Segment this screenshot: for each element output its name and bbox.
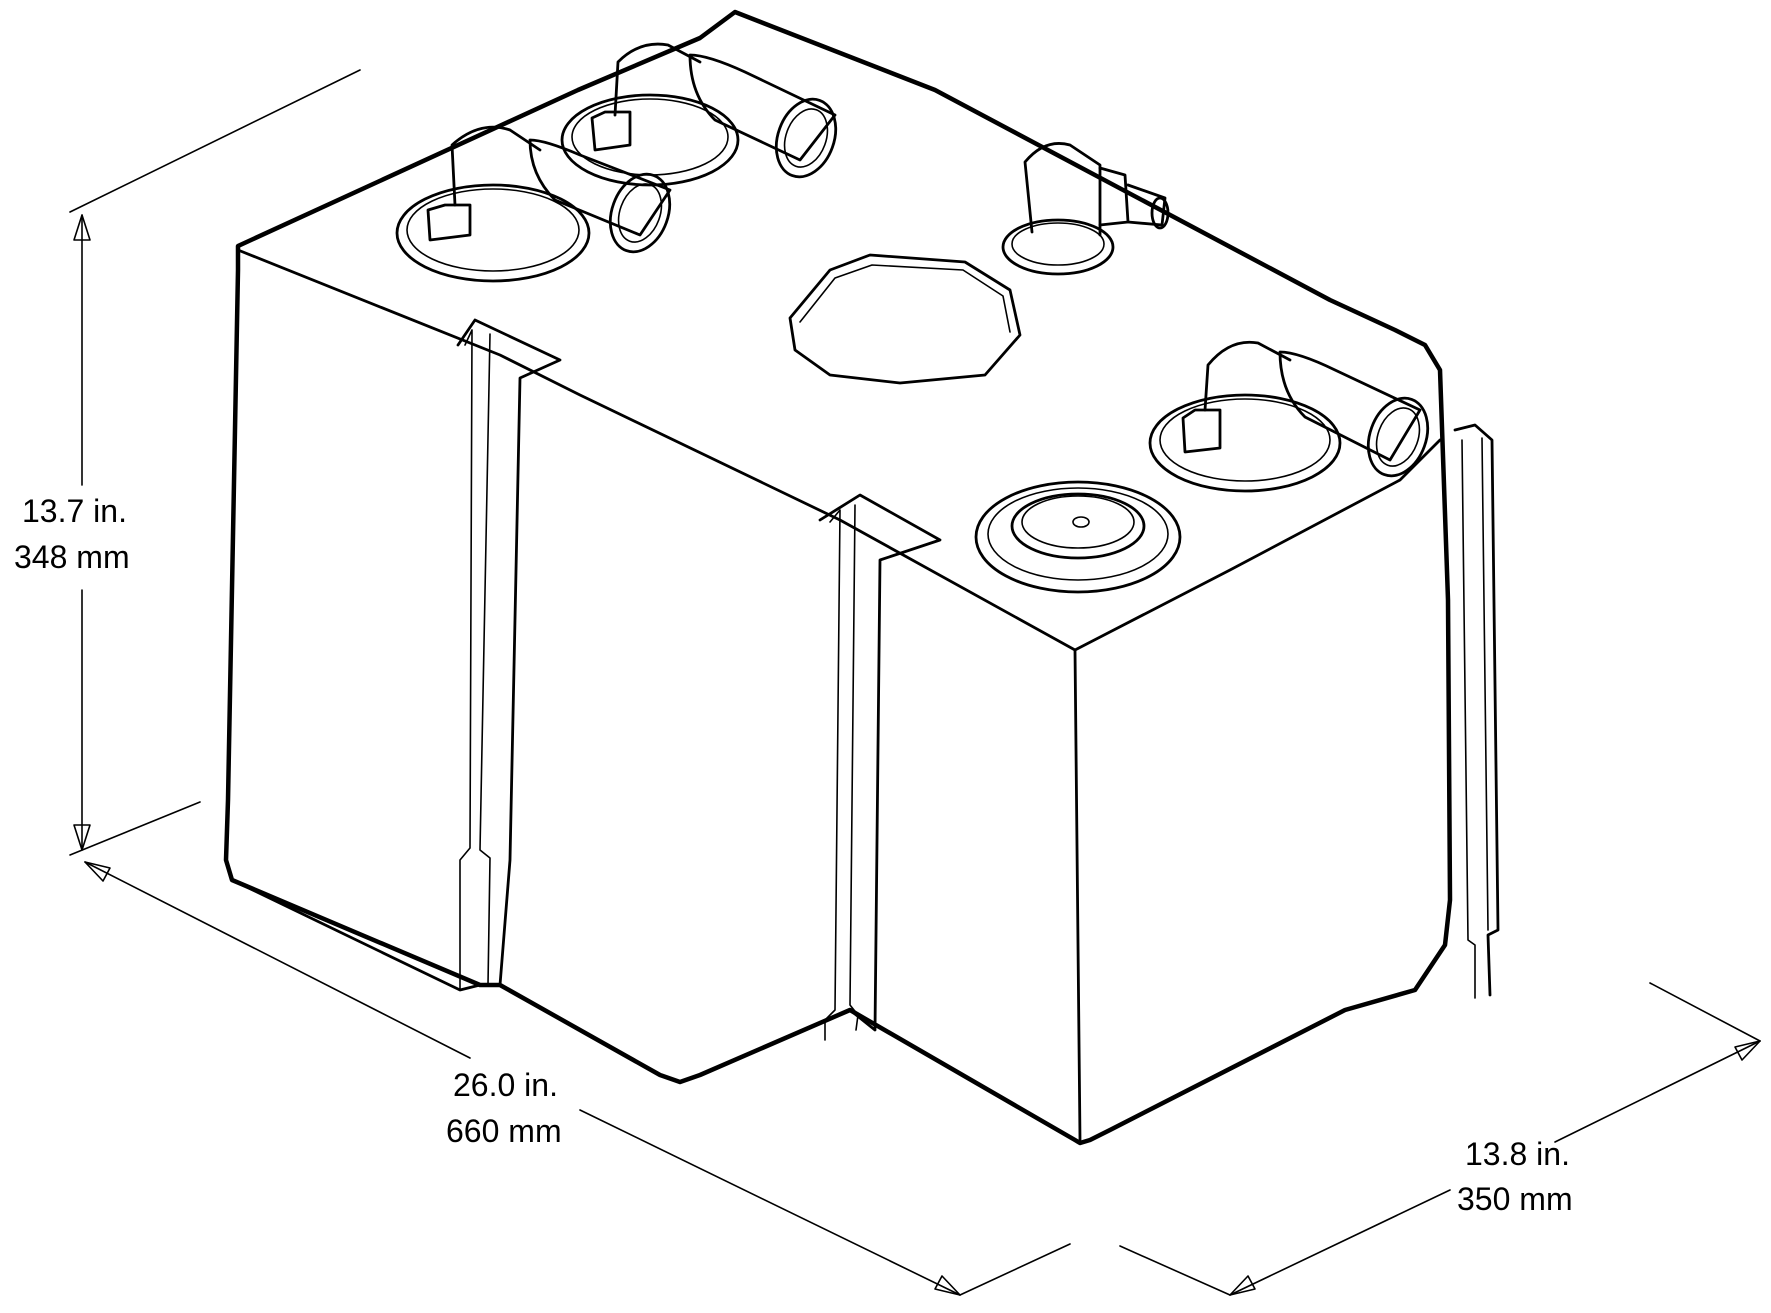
tank-ridge-2 bbox=[818, 493, 942, 1032]
height-imperial-label: 13.7 in. bbox=[22, 493, 127, 529]
tank-ridge-3 bbox=[1453, 423, 1500, 997]
fitting-elbow-right bbox=[1148, 340, 1430, 493]
tank-ridge-1 bbox=[456, 318, 562, 987]
height-metric-label: 348 mm bbox=[14, 539, 130, 575]
tank-body bbox=[223, 9, 1500, 1146]
tank-ridge-1-inner2 bbox=[479, 333, 491, 986]
length-dimension-line bbox=[84, 861, 1071, 1296]
tank-ridge-2-inner2 bbox=[849, 504, 859, 1031]
height-dimension-line bbox=[69, 69, 361, 856]
inspection-cap bbox=[788, 253, 1022, 385]
width-dimension-line bbox=[1119, 982, 1761, 1296]
length-imperial-label: 26.0 in. bbox=[453, 1067, 558, 1103]
width-imperial-label: 13.8 in. bbox=[1465, 1136, 1570, 1172]
tank-ridge-2-inner bbox=[824, 509, 841, 1041]
length-metric-label: 660 mm bbox=[446, 1113, 562, 1149]
fitting-elbow-back bbox=[560, 42, 838, 187]
deck-fitting-port bbox=[974, 480, 1182, 594]
tank-left-face-bottom bbox=[230, 878, 482, 992]
tank-ridge-3-inner bbox=[1461, 439, 1476, 999]
tank-front-corner bbox=[1073, 648, 1082, 1142]
tank-ridge-3-inner2 bbox=[1481, 437, 1489, 931]
fitting-vent bbox=[1001, 142, 1170, 276]
width-metric-label: 350 mm bbox=[1457, 1181, 1573, 1217]
tank-ridge-1-inner bbox=[459, 329, 473, 991]
tank-top-face bbox=[223, 9, 1453, 1146]
fitting-elbow-left bbox=[395, 125, 672, 283]
tank-top-front-edge bbox=[236, 248, 1442, 652]
